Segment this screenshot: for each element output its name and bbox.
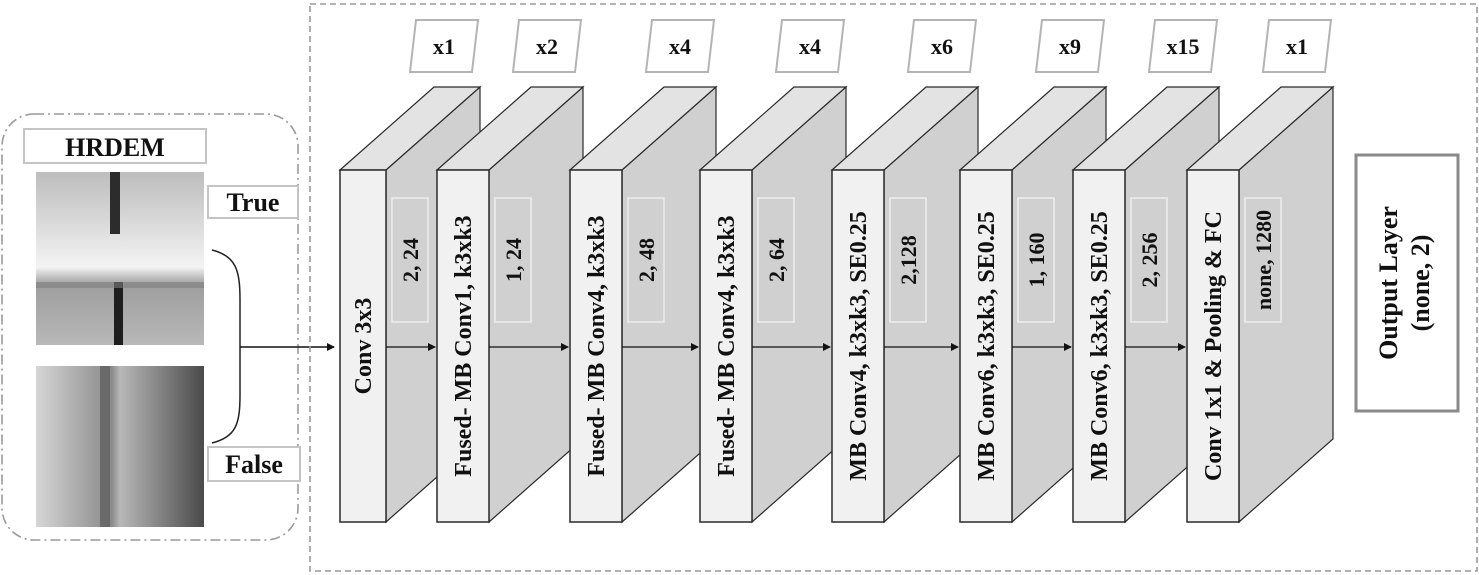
output-layer-shape: (none, 2) <box>1406 235 1435 332</box>
repeat-tag <box>1261 19 1333 73</box>
output-shape: 2, 24 <box>398 238 423 282</box>
layer-name: Fused- MB Conv1, k3xk3 <box>451 215 477 476</box>
output-shape-box <box>1244 197 1282 323</box>
layer-name: MB Conv6, k3xk3, SE0.25 <box>1087 211 1113 480</box>
block-front-face <box>569 169 623 523</box>
repeat-tag <box>1147 19 1219 73</box>
true-label: True <box>227 188 280 217</box>
repeat-tag <box>1034 19 1106 73</box>
output-layer-label: Output Layer <box>1374 206 1403 360</box>
repeat-count: x15 <box>1167 34 1200 59</box>
block-front-face <box>699 169 753 523</box>
true-label-box <box>207 185 299 219</box>
output-shape: 1, 24 <box>501 238 526 282</box>
output-shape: 2, 256 <box>1137 233 1162 288</box>
output-shape-box <box>1130 197 1168 323</box>
repeat-count: x1 <box>433 34 455 59</box>
hrdem-title-box <box>23 128 207 164</box>
output-shape-box <box>627 197 665 323</box>
repeat-tag <box>408 19 480 73</box>
false-label-box <box>207 446 301 482</box>
hrdem-title: HRDEM <box>65 133 165 162</box>
false-label: False <box>225 450 283 479</box>
layer-name: Conv 3x3 <box>351 298 377 395</box>
block-front-face <box>339 169 387 523</box>
repeat-tag <box>511 19 583 73</box>
repeat-count: x1 <box>1286 34 1308 59</box>
output-shape-box <box>391 197 429 323</box>
output-shape-box <box>1017 197 1055 323</box>
output-shape: 2, 64 <box>764 238 789 282</box>
input-panel-border <box>1 113 299 541</box>
layer-name: Fused- MB Conv4, k3xk3 <box>714 215 740 476</box>
input-panel: HRDEM True False <box>1 113 335 541</box>
repeat-count: x6 <box>931 34 953 59</box>
repeat-tag <box>906 19 978 73</box>
output-shape: 2,128 <box>896 235 921 285</box>
block-front-face <box>1072 169 1126 523</box>
output-shape-box <box>494 197 532 323</box>
repeat-tag <box>774 19 846 73</box>
block-front-face <box>436 169 490 523</box>
output-shape: none, 1280 <box>1251 210 1276 310</box>
repeat-count: x2 <box>536 34 558 59</box>
sample-brace <box>211 249 241 444</box>
block-front-face <box>959 169 1013 523</box>
layer-name: Conv 1x1 & Pooling & FC <box>1201 211 1227 481</box>
block-5: x6 MB Conv4, k3xk3, SE0.25 2,128 <box>830 19 980 524</box>
output-shape: 2, 48 <box>634 238 659 282</box>
repeat-count: x9 <box>1059 34 1081 59</box>
repeat-count: x4 <box>669 34 691 59</box>
layer-name: MB Conv4, k3xk3, SE0.25 <box>846 211 872 480</box>
layer-name: Fused- MB Conv4, k3xk3 <box>584 215 610 476</box>
output-layer-box <box>1354 153 1460 413</box>
output-shape: 1, 160 <box>1024 233 1049 288</box>
block-front-face <box>1186 169 1240 523</box>
repeat-tag <box>644 19 716 73</box>
layer-name: MB Conv6, k3xk3, SE0.25 <box>974 211 1000 480</box>
true-sample-image <box>36 172 204 345</box>
block-front-face <box>831 169 885 523</box>
output-shape-box <box>757 197 795 323</box>
repeat-count: x4 <box>799 34 821 59</box>
network-panel-border <box>309 3 1478 572</box>
false-sample-image <box>36 366 204 527</box>
output-shape-box <box>889 197 927 323</box>
